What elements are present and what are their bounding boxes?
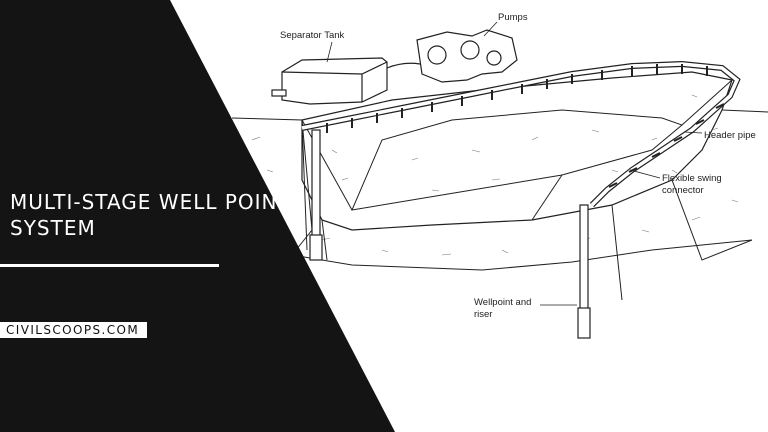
site-badge[interactable]: CIVILSCOOPS.COM [0,322,148,338]
ground-right [721,109,768,113]
pumps [386,29,518,83]
page-title: MULTI-STAGE WELL POINT SYSTEM [10,190,291,240]
swing-connectors [326,64,725,188]
label-separator-tank: Separator Tank [280,30,345,41]
separator-tank [271,57,388,105]
label-wellpoint-line1: Wellpoint and [474,297,531,308]
wellpoint-risers [309,129,591,339]
title-divider [0,264,219,267]
trench-left [301,119,328,261]
wellpoint-diagram: Separator Tank Pumps Header pipe Flexibl… [232,12,768,339]
pit-slope-left [301,119,353,211]
header-pipe [301,60,741,208]
pit-slope-right [681,79,733,126]
ground-front [291,239,753,271]
label-wellpoint-line2: riser [474,309,492,320]
label-swing-connector-line2: connector [662,185,704,196]
trench-right [611,179,753,301]
label-header-pipe: Header pipe [704,130,756,141]
pit-inner-floor [351,109,683,211]
label-pumps: Pumps [498,12,528,23]
pit-slope-front [531,174,563,221]
label-swing-connector-line1: Flexible swing [662,173,722,184]
